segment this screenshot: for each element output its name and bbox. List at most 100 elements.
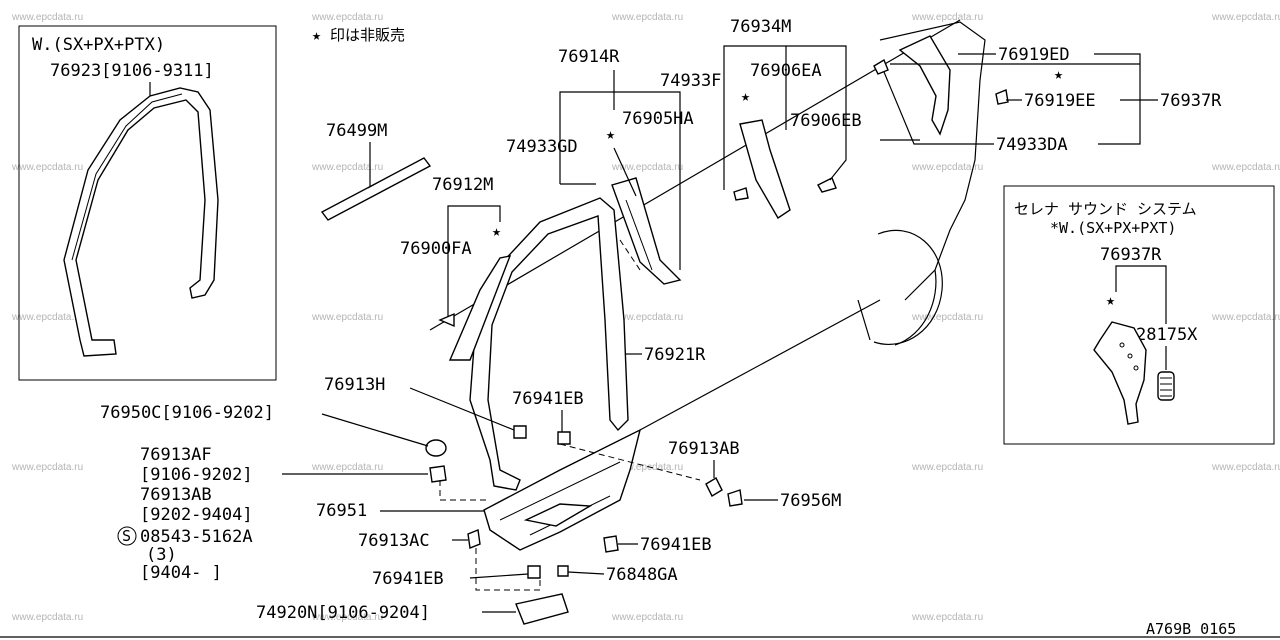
inset-right: セレナ サウンド システム *W.(SX+PX+PXT) 76937R 2817… bbox=[1003, 185, 1275, 445]
pillar-trim-76912M bbox=[448, 255, 512, 361]
label-76913AB-right: 76913AB bbox=[668, 439, 740, 459]
label-76913AB-left: 76913AB bbox=[140, 485, 212, 505]
watermark: www.epcdata.ru bbox=[911, 12, 983, 23]
inset-left-frame bbox=[18, 25, 277, 381]
pillar-trim-76914R bbox=[611, 177, 682, 285]
not-for-sale-star: ★ bbox=[492, 222, 501, 240]
label-76906EA: 76906EA bbox=[750, 61, 822, 81]
step-grip-pattern bbox=[523, 503, 593, 527]
watermark: www.epcdata.ru bbox=[611, 312, 683, 323]
watermark: www.epcdata.ru bbox=[11, 462, 83, 473]
cap-76950C bbox=[425, 439, 447, 457]
label-76941EB-right: 76941EB bbox=[640, 535, 712, 555]
inset-right-frame bbox=[1003, 185, 1275, 445]
watermark: www.epcdata.ru bbox=[311, 162, 383, 173]
clip-76956M bbox=[727, 489, 743, 507]
watermark: www.epcdata.ru bbox=[311, 312, 383, 323]
screw-76913AC bbox=[467, 529, 481, 549]
screw-76913AB bbox=[705, 477, 723, 497]
clip-76913H bbox=[513, 425, 527, 439]
label-74933GD: 74933GD bbox=[506, 137, 578, 157]
clip-part bbox=[733, 187, 749, 201]
label-76913AC: 76913AC bbox=[358, 531, 430, 551]
watermark: www.epcdata.ru bbox=[611, 462, 683, 473]
watermark: www.epcdata.ru bbox=[611, 612, 683, 623]
label-76941EB-bottom: 76941EB bbox=[372, 569, 444, 589]
inset-left-part-label: 76923[9106-9311] bbox=[50, 61, 214, 81]
legend-note: ★ 印は非販売 bbox=[312, 26, 405, 44]
leader-line bbox=[1115, 265, 1167, 324]
label-76906EB: 76906EB bbox=[790, 111, 862, 131]
quarter-trim-76937R bbox=[898, 35, 951, 136]
watermark: www.epcdata.ru bbox=[11, 312, 83, 323]
label-76905HA: 76905HA bbox=[622, 109, 694, 129]
clip-76941EB bbox=[557, 431, 571, 445]
label-08543-5162A: 08543-5162A bbox=[140, 527, 253, 547]
label-76950C: 76950C[9106-9202] bbox=[100, 403, 274, 423]
plate-74920N bbox=[515, 593, 569, 625]
pillar-trim-76934M bbox=[739, 119, 791, 219]
watermark: www.epcdata.ru bbox=[1211, 462, 1280, 473]
label-76913AF: 76913AF bbox=[140, 445, 212, 465]
label-76900FA: 76900FA bbox=[400, 239, 472, 259]
clip-76941EB bbox=[603, 535, 619, 553]
inset-right-part-28175X: 28175X bbox=[1136, 325, 1198, 345]
watermark: www.epcdata.ru bbox=[611, 162, 683, 173]
footer-code: A769B 0165 bbox=[1146, 620, 1236, 638]
label-76499M: 76499M bbox=[326, 121, 387, 141]
label-76914R: 76914R bbox=[558, 47, 620, 67]
inset-left: W.(SX+PX+PTX) 76923[9106-9311] bbox=[18, 25, 277, 381]
label-08543-date: [9404- ] bbox=[140, 563, 222, 583]
watermarks: www.epcdata.ru www.epcdata.ru www.epcdat… bbox=[11, 12, 1280, 623]
inset-right-subtitle: *W.(SX+PX+PXT) bbox=[1050, 219, 1176, 237]
label-76913AB-date: [9202-9404] bbox=[140, 505, 253, 525]
watermark: www.epcdata.ru bbox=[911, 612, 983, 623]
not-for-sale-star: ★ bbox=[1106, 291, 1115, 309]
watermark: www.epcdata.ru bbox=[11, 612, 83, 623]
watermark: www.epcdata.ru bbox=[911, 162, 983, 173]
label-76937R: 76937R bbox=[1160, 91, 1222, 111]
watermark: www.epcdata.ru bbox=[311, 12, 383, 23]
inset-right-title: セレナ サウンド システム bbox=[1014, 200, 1197, 218]
label-08543-qty: (3) bbox=[146, 545, 177, 565]
watermark: www.epcdata.ru bbox=[911, 462, 983, 473]
watermark: www.epcdata.ru bbox=[611, 12, 683, 23]
speaker-grille-part bbox=[1157, 371, 1175, 401]
weatherstrip-edge bbox=[71, 93, 183, 261]
clip-part bbox=[817, 177, 837, 193]
label-74920N: 74920N[9106-9204] bbox=[256, 603, 430, 623]
not-for-sale-star: ★ bbox=[741, 87, 750, 105]
watermark: www.epcdata.ru bbox=[11, 162, 83, 173]
bolt-marker-icon bbox=[117, 526, 137, 546]
label-76919ED: 76919ED bbox=[998, 45, 1070, 65]
label-76848GA: 76848GA bbox=[606, 565, 678, 585]
label-76934M: 76934M bbox=[730, 17, 791, 37]
clip-76848GA bbox=[557, 565, 569, 577]
vehicle-body-outline bbox=[429, 19, 986, 431]
speaker-trim-part bbox=[1093, 321, 1147, 425]
clip-part bbox=[995, 89, 1009, 105]
not-for-sale-star: ★ bbox=[606, 125, 615, 143]
clip-part bbox=[873, 58, 889, 75]
label-76941EB-top: 76941EB bbox=[512, 389, 584, 409]
label-76919EE: 76919EE bbox=[1024, 91, 1096, 111]
watermark: www.epcdata.ru bbox=[311, 462, 383, 473]
label-74933DA: 74933DA bbox=[996, 135, 1068, 155]
label-76913AF-date: [9106-9202] bbox=[140, 465, 253, 485]
watermark: www.epcdata.ru bbox=[311, 612, 383, 623]
bolt-marker-letter: S bbox=[122, 527, 131, 545]
label-76956M: 76956M bbox=[780, 491, 841, 511]
not-for-sale-star: ★ bbox=[1054, 65, 1063, 83]
clip-76941EB bbox=[527, 565, 541, 579]
watermark: www.epcdata.ru bbox=[1211, 162, 1280, 173]
watermark: www.epcdata.ru bbox=[1211, 12, 1280, 23]
label-74933F: 74933F bbox=[660, 71, 721, 91]
clip-part bbox=[438, 312, 455, 328]
label-76913H: 76913H bbox=[324, 375, 385, 395]
label-76921R: 76921R bbox=[644, 345, 706, 365]
watermark: www.epcdata.ru bbox=[911, 312, 983, 323]
inset-left-title: W.(SX+PX+PTX) bbox=[32, 35, 165, 55]
label-76912M: 76912M bbox=[432, 175, 493, 195]
watermark: www.epcdata.ru bbox=[1211, 312, 1280, 323]
